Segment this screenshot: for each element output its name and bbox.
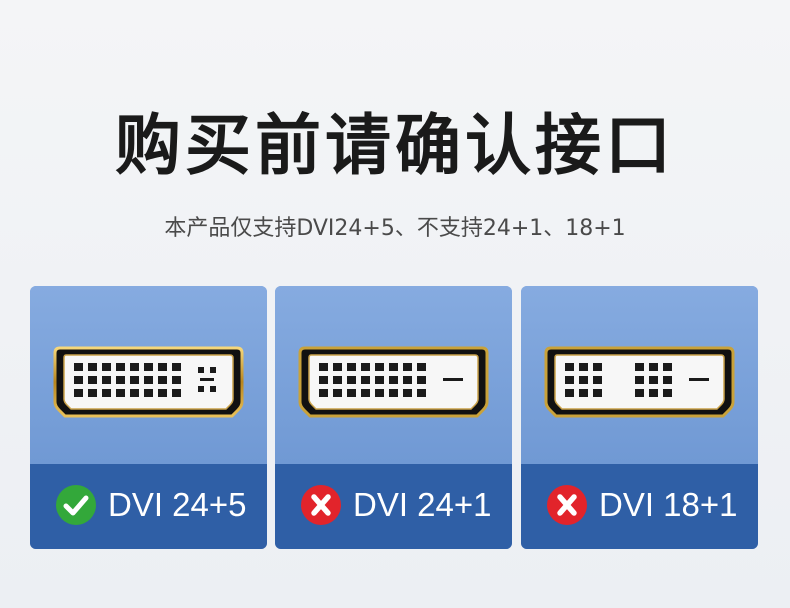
card-label: DVI 24+1 bbox=[353, 486, 492, 523]
card-label: DVI 18+1 bbox=[599, 486, 738, 523]
cross-icon bbox=[300, 484, 342, 526]
page-subtitle: 本产品仅支持DVI24+5、不支持24+1、18+1 bbox=[164, 216, 626, 241]
card-label: DVI 24+5 bbox=[108, 486, 247, 523]
dvi-24-1-connector-icon bbox=[298, 346, 489, 418]
card-dvi-24-1: DVI 24+1 bbox=[275, 286, 512, 549]
dvi-24-5-connector-icon bbox=[53, 346, 244, 418]
dvi-18-1-connector-icon bbox=[544, 346, 735, 418]
connector-cards: DVI 24+5 DVI 24+1 bbox=[30, 286, 760, 549]
check-icon bbox=[55, 484, 97, 526]
page-title: 购买前请确认接口 bbox=[115, 107, 675, 184]
card-dvi-24-5: DVI 24+5 bbox=[30, 286, 267, 549]
cross-icon bbox=[546, 484, 588, 526]
card-dvi-18-1: DVI 18+1 bbox=[521, 286, 758, 549]
